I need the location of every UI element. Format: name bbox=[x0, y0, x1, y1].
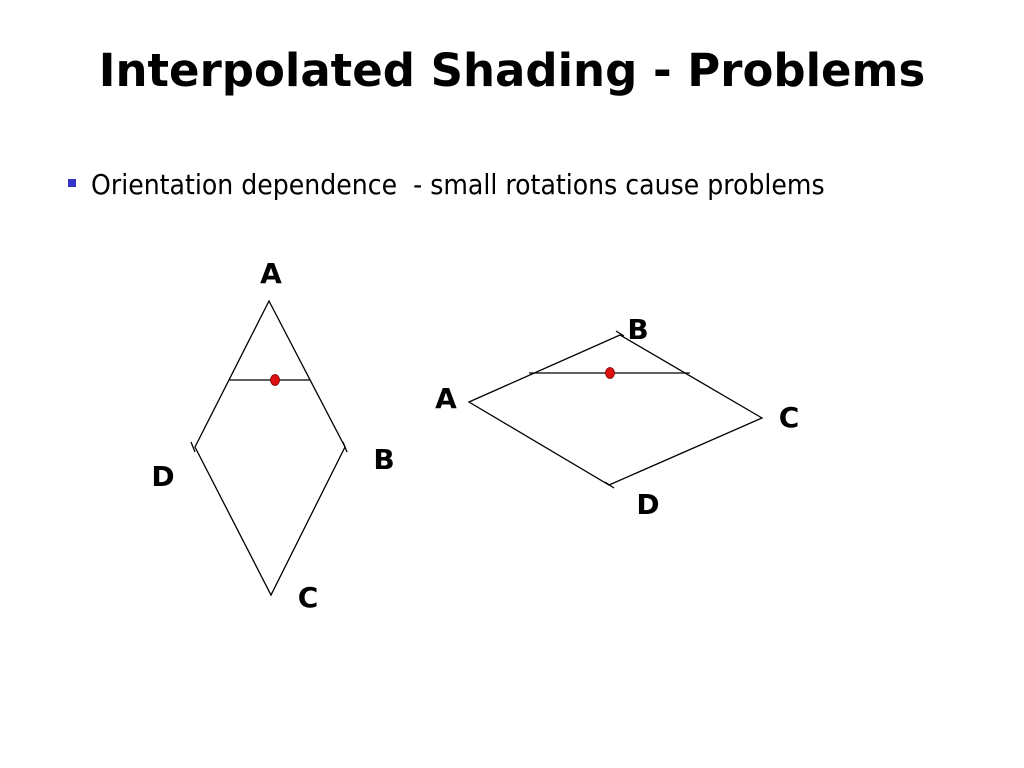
right-rhombus bbox=[467, 330, 764, 489]
right-tick-d bbox=[604, 481, 615, 489]
right-label-a: A bbox=[435, 382, 457, 415]
right-label-b: B bbox=[627, 313, 648, 346]
right-label-d: D bbox=[636, 488, 659, 521]
right-interpolated-point bbox=[605, 367, 615, 379]
slide-title: Interpolated Shading - Problems bbox=[98, 44, 926, 97]
bullet-text: Orientation dependence - small rotations… bbox=[91, 168, 825, 201]
left-label-a: A bbox=[260, 257, 282, 290]
left-rhombus bbox=[190, 299, 348, 597]
left-label-c: C bbox=[298, 581, 319, 614]
left-tick-d bbox=[190, 441, 196, 453]
left-label-d: D bbox=[151, 460, 174, 493]
bullet-item: Orientation dependence - small rotations… bbox=[68, 168, 906, 201]
right-tick-b bbox=[615, 330, 625, 337]
left-rhombus-outline bbox=[194, 299, 346, 597]
left-tick-b bbox=[342, 441, 348, 453]
left-label-b: B bbox=[373, 443, 394, 476]
left-interpolated-point bbox=[270, 374, 280, 386]
square-bullet-icon bbox=[68, 178, 76, 187]
right-rhombus-outline bbox=[467, 334, 764, 486]
right-label-c: C bbox=[779, 401, 800, 434]
